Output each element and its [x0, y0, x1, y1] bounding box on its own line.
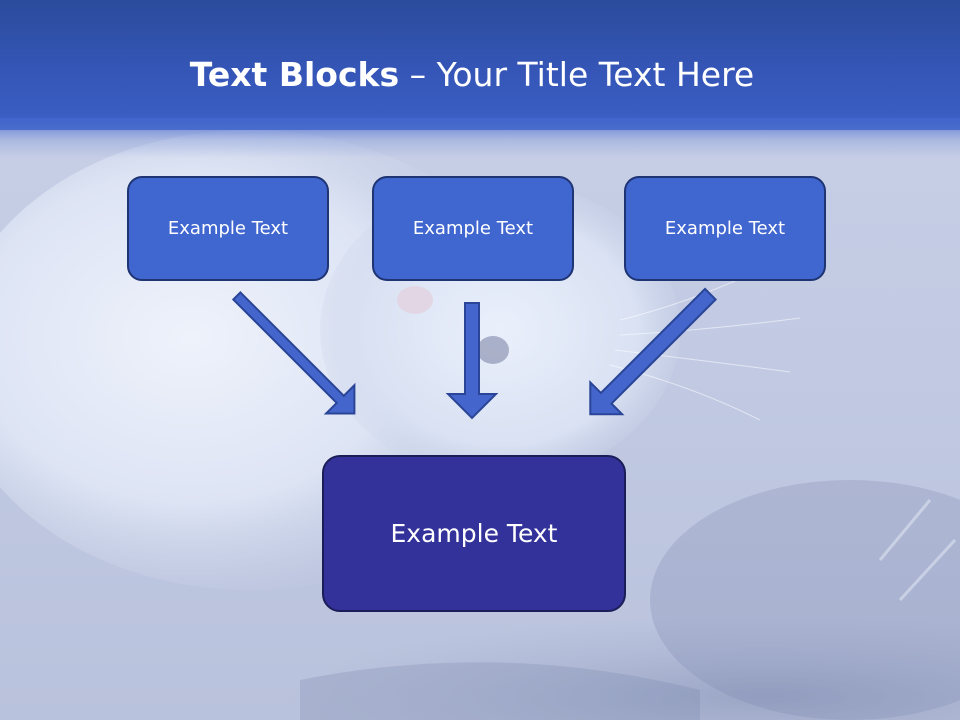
title-bar — [0, 0, 960, 130]
arrow-right-diagonal[interactable] — [589, 287, 718, 416]
text-block-bottom[interactable]: Example Text — [322, 455, 626, 612]
arrow-center-down[interactable] — [445, 302, 499, 420]
text-block-label: Example Text — [664, 218, 786, 239]
arrow-left-diagonal[interactable] — [231, 290, 356, 415]
text-block-label: Example Text — [167, 218, 289, 239]
text-block-top-right[interactable]: Example Text — [624, 176, 826, 281]
slide-title-bold: Text Blocks — [189, 55, 400, 94]
text-block-label: Example Text — [390, 519, 558, 548]
text-block-label: Example Text — [412, 218, 534, 239]
slide-title[interactable]: Text Blocks – Your Title Text Here — [0, 52, 944, 98]
text-block-top-left[interactable]: Example Text — [127, 176, 329, 281]
title-bar-fade — [0, 118, 960, 158]
slide-title-rest: – Your Title Text Here — [399, 55, 755, 94]
text-block-top-center[interactable]: Example Text — [372, 176, 574, 281]
